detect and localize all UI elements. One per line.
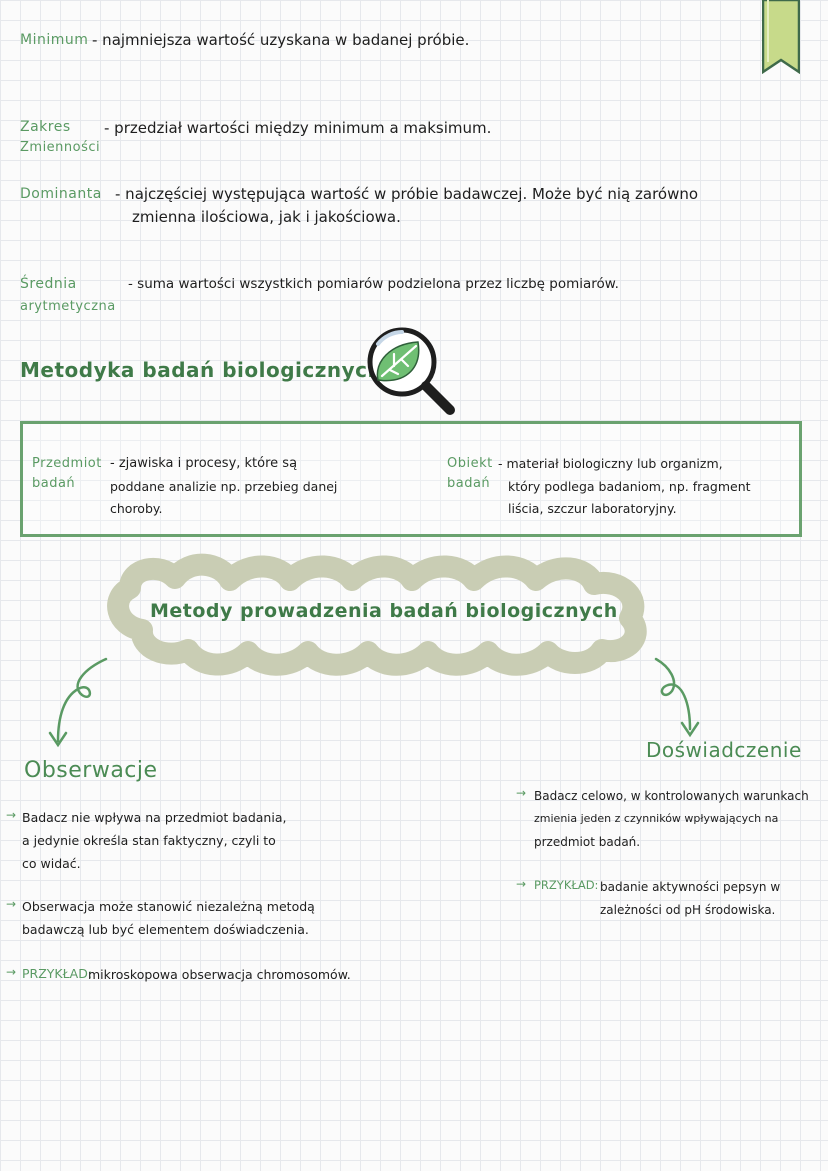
exp-example-line1: badanie aktywności pepsyn w — [600, 880, 781, 894]
magnifier-leaf-icon — [367, 327, 455, 415]
obiekt-line3: liścia, szczur laboratoryjny. — [508, 501, 677, 516]
obs-example-text: mikroskopowa obserwacja chromosomów. — [88, 967, 351, 982]
term-obiekt: Obiekt — [447, 456, 493, 471]
obs-p1-line1: Badacz nie wpływa na przedmiot badania, — [22, 810, 287, 825]
przedmiot-line1: - zjawiska i procesy, które są — [110, 456, 298, 471]
term-przedmiot: Przedmiot — [32, 456, 102, 471]
term-arytmetyczna: arytmetyczna — [20, 299, 116, 314]
arrow-icon: → — [6, 897, 17, 911]
przedmiot-line2: poddane analizie np. przebieg danej — [110, 479, 338, 494]
obiekt-line1: - materiał biologiczny lub organizm, — [498, 456, 723, 471]
term-zakres: Zakres — [20, 119, 71, 135]
exp-p1-line1: Badacz celowo, w kontrolowanych warunkac… — [534, 789, 809, 803]
term-dominanta: Dominanta — [20, 186, 102, 202]
curly-arrow-right-icon — [654, 657, 700, 738]
cloud-shape — [107, 553, 647, 676]
exp-example-line2: zależności od pH środowiska. — [600, 903, 776, 917]
exp-example-label: PRZYKŁAD: — [534, 878, 599, 892]
heading-obserwacje: Obserwacje — [24, 758, 158, 783]
arrow-icon: → — [6, 965, 17, 979]
obs-p1-line2: a jedynie określa stan faktyczny, czyli … — [22, 833, 276, 848]
curly-arrow-left-icon — [48, 657, 108, 748]
term-zmiennosci: Zmienności — [20, 140, 101, 155]
research-subject-object-box — [20, 421, 802, 537]
bookmark-ribbon-icon — [762, 0, 800, 74]
definition-dominanta-line1: - najczęściej występująca wartość w prób… — [115, 185, 699, 203]
exp-p1-line3: przedmiot badań. — [534, 835, 641, 849]
arrow-icon: → — [516, 786, 527, 800]
obiekt-line2: który podlega badaniom, np. fragment — [508, 479, 751, 494]
heading-doswiadczenie: Doświadczenie — [646, 738, 802, 762]
definition-srednia: - suma wartości wszystkich pomiarów podz… — [128, 276, 619, 292]
obs-p2-line1: Obserwacja może stanowić niezależną meto… — [22, 899, 315, 914]
term-srednia: Średnia — [20, 276, 77, 292]
exp-p1-line2: zmienia jeden z czynników wpływających n… — [534, 812, 779, 825]
obs-example-label: PRZYKŁAD: — [22, 966, 93, 981]
term-przedmiot-badan: badań — [32, 476, 76, 491]
arrow-icon: → — [6, 808, 17, 822]
przedmiot-line3: choroby. — [110, 501, 163, 516]
obs-p2-line2: badawczą lub być elementem doświadczenia… — [22, 922, 309, 937]
section-title-metodyka: Metodyka badań biologicznych — [20, 358, 383, 382]
term-minimum: Minimum — [20, 32, 89, 48]
obs-p1-line3: co widać. — [22, 856, 81, 871]
definition-zakres: - przedział wartości między minimum a ma… — [104, 119, 492, 137]
section-title-metody: Metody prowadzenia badań biologicznych — [150, 600, 618, 622]
definition-minimum: - najmniejsza wartość uzyskana w badanej… — [92, 31, 470, 49]
definition-dominanta-line2: zmienna ilościowa, jak i jakościowa. — [132, 208, 401, 226]
term-obiekt-badan: badań — [447, 476, 491, 491]
arrow-icon: → — [516, 877, 527, 891]
